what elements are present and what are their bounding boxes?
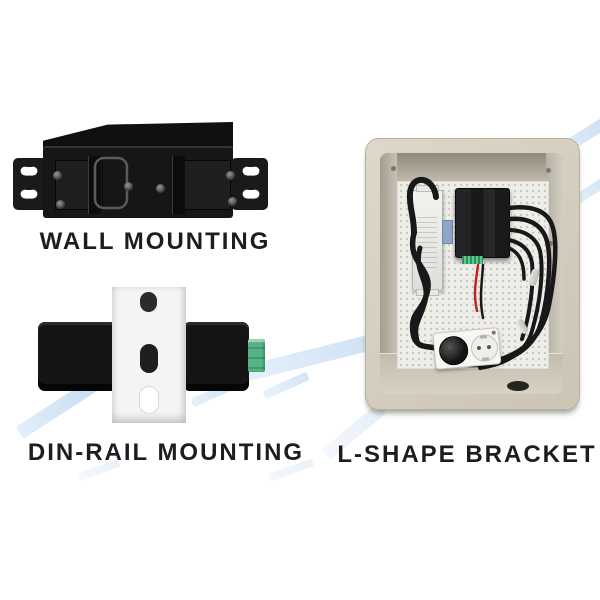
router-device: [455, 188, 510, 258]
relay-module-blue: [442, 220, 453, 244]
screw: [226, 171, 235, 180]
terminal-wire-black: [479, 263, 485, 320]
enclosure-cavity: [380, 153, 563, 394]
antenna-cable: [507, 238, 535, 341]
din-rail-mounting-caption: DIN-RAIL MOUNTING: [27, 439, 305, 466]
cable-gland-hole: [507, 381, 529, 391]
outlet-ground-clip: [481, 357, 490, 361]
screw: [56, 200, 65, 209]
screw: [53, 171, 62, 180]
power-socket: [432, 327, 502, 370]
cavity-top-wall: [380, 153, 563, 185]
rail-slot: [140, 344, 158, 373]
screw: [228, 197, 237, 206]
din-device-left-block: [38, 322, 117, 391]
screw: [124, 182, 133, 191]
enclosure-box: [365, 138, 580, 410]
coiled-power-cable: [413, 245, 429, 344]
outlet-pin-hole: [486, 344, 492, 350]
din-device-right-block: [183, 322, 249, 391]
din-clip-bar-right: [172, 156, 185, 214]
cavity-left-wall: [380, 153, 397, 394]
psu-input-cable: [406, 177, 439, 236]
outlet-ground-clip: [479, 335, 488, 339]
screw: [548, 241, 553, 246]
wall-mounting-caption: WALL MOUNTING: [39, 228, 271, 255]
din-clip-outline: [93, 156, 129, 210]
wall-device-top-face: [43, 122, 233, 148]
wall-device-body: [43, 146, 233, 218]
screw: [391, 166, 396, 171]
router-terminal-green: [462, 256, 483, 264]
outlet-pin-hole: [476, 345, 482, 351]
screw: [491, 330, 496, 335]
power-plug: [437, 334, 470, 367]
terminal-wire-red: [473, 263, 480, 313]
keyhole-slots-right: [242, 166, 260, 199]
antenna-cable: [478, 228, 544, 370]
screw: [546, 168, 551, 173]
l-shape-bracket-caption: L-SHAPE BRACKET: [337, 441, 597, 468]
psu-label-text-lines: [417, 213, 437, 268]
din-rail: [112, 287, 186, 423]
empty-outlet: [469, 333, 500, 363]
psu-mount-tab: [416, 185, 439, 192]
terminal-block-green: [248, 339, 265, 372]
keyhole-slots-left: [20, 166, 38, 199]
mounting-ear-right: [231, 158, 268, 210]
rail-slot: [139, 386, 159, 414]
screw: [156, 184, 165, 193]
antenna-cable: [507, 246, 526, 281]
rail-slot: [140, 292, 157, 312]
